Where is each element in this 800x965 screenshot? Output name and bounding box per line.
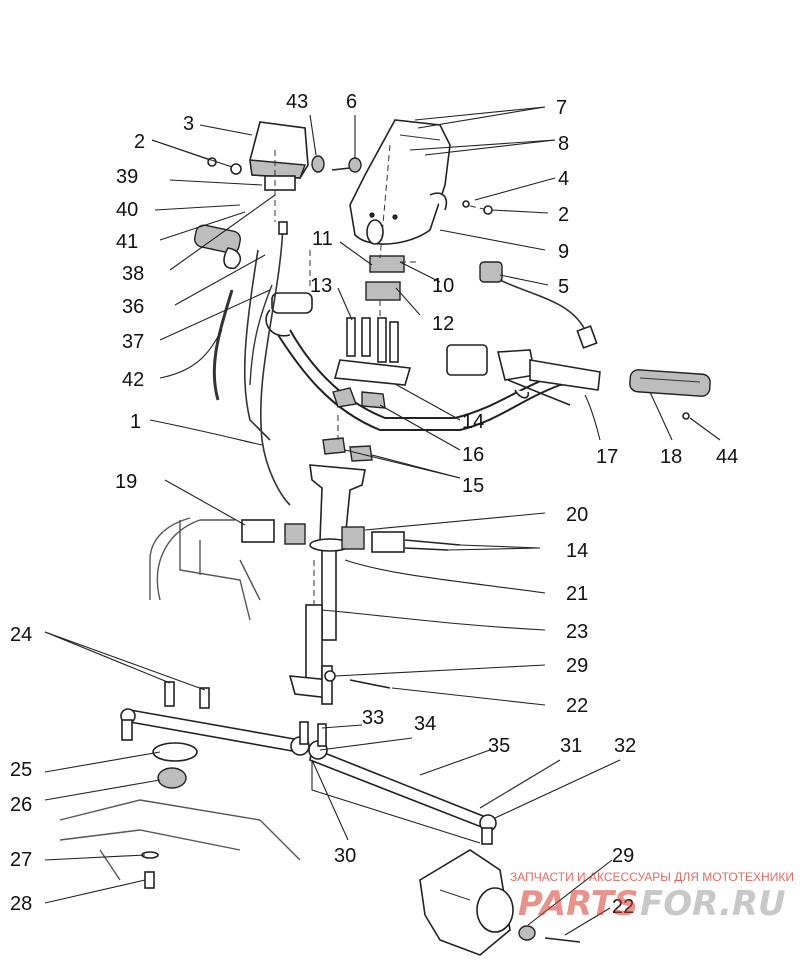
lower-bolts [164, 670, 391, 747]
callout-20: 20 [566, 504, 588, 526]
steering-knuckle [419, 849, 581, 956]
handlebar-pad-cover [349, 119, 451, 245]
callout-17: 17 [596, 446, 618, 468]
callout-31: 31 [560, 735, 582, 757]
callout-35: 35 [488, 735, 510, 757]
callout-2-left: 2 [134, 131, 145, 153]
left-bushing [241, 519, 306, 545]
callout-18: 18 [660, 446, 682, 468]
callout-7: 7 [556, 97, 567, 119]
callout-15: 15 [462, 475, 484, 497]
frame-outline-front [149, 517, 261, 621]
callout-42: 42 [122, 369, 144, 391]
callout-26: 26 [10, 794, 32, 816]
callout-38: 38 [122, 263, 144, 285]
callout-41: 41 [116, 231, 138, 253]
clamp-bolts [346, 317, 399, 363]
callout-16: 16 [462, 444, 484, 466]
tie-rod-right [308, 740, 497, 845]
callout-29-lower: 29 [612, 845, 634, 867]
cables [212, 221, 291, 506]
right-grip [629, 369, 711, 397]
leader-lines [44, 106, 721, 936]
watermark-brand-right: FOR.RU [640, 884, 786, 924]
handlebar [265, 292, 596, 431]
stem-bushings [341, 526, 461, 553]
callout-43: 43 [286, 91, 308, 113]
callout-5: 5 [558, 276, 569, 298]
callout-22-lower: 22 [612, 896, 634, 918]
callout-32: 32 [614, 735, 636, 757]
callout-40: 40 [116, 199, 138, 221]
callout-13: 13 [310, 275, 332, 297]
centerlines [274, 144, 391, 605]
instrument-housing [249, 121, 309, 191]
callout-3: 3 [183, 113, 194, 135]
callout-10: 10 [432, 275, 454, 297]
end-cap-44 [682, 412, 690, 420]
callout-1: 1 [130, 411, 141, 433]
callout-29-upper: 29 [566, 655, 588, 677]
watermark: ЗАПЧАСТИ И АКСЕССУАРЫ ДЛЯ МОТОТЕХНИКИ PA… [510, 870, 794, 924]
callout-27: 27 [10, 849, 32, 871]
callout-2-right: 2 [558, 204, 569, 226]
callout-8: 8 [558, 133, 569, 155]
callout-34: 34 [414, 713, 436, 735]
switch-block [365, 255, 418, 301]
left-grip-switch [193, 224, 242, 270]
upper-clamp-halves [332, 387, 386, 409]
callout-11: 11 [312, 228, 333, 250]
callout-19: 19 [115, 471, 137, 493]
lower-clamp-halves [322, 437, 373, 462]
right-switch [479, 261, 598, 349]
callout-24: 24 [10, 624, 32, 646]
handlebar-clamp-bracket [333, 359, 412, 386]
frame-outline-lower [59, 799, 301, 881]
callout-37: 37 [122, 331, 144, 353]
callout-9: 9 [558, 241, 569, 263]
callout-30: 30 [334, 845, 356, 867]
callout-22-upper: 22 [566, 695, 588, 717]
callout-21: 21 [566, 583, 588, 605]
callout-44: 44 [716, 446, 738, 468]
callout-14-lower: 14 [566, 540, 588, 562]
watermark-tagline: ЗАПЧАСТИ И АКСЕССУАРЫ ДЛЯ МОТОТЕХНИКИ [510, 870, 794, 884]
callout-23: 23 [566, 621, 588, 643]
watermark-brand-left: PARTS [518, 884, 638, 924]
right-brake-lever-assembly [446, 344, 601, 406]
callout-36: 36 [122, 296, 144, 318]
tie-rod-left [120, 708, 310, 756]
callout-14-upper: 14 [462, 411, 484, 433]
callout-39: 39 [116, 166, 138, 188]
callout-28: 28 [10, 893, 32, 915]
callout-33: 33 [362, 707, 384, 729]
callout-6: 6 [346, 91, 357, 113]
steering-stem [288, 464, 366, 705]
lower-bearing [141, 742, 198, 889]
callout-labels: 43 6 7 3 2 8 39 4 40 2 41 11 9 38 13 10 … [10, 91, 738, 918]
callout-12: 12 [432, 313, 454, 335]
callout-25: 25 [10, 759, 32, 781]
callout-4: 4 [558, 168, 569, 190]
